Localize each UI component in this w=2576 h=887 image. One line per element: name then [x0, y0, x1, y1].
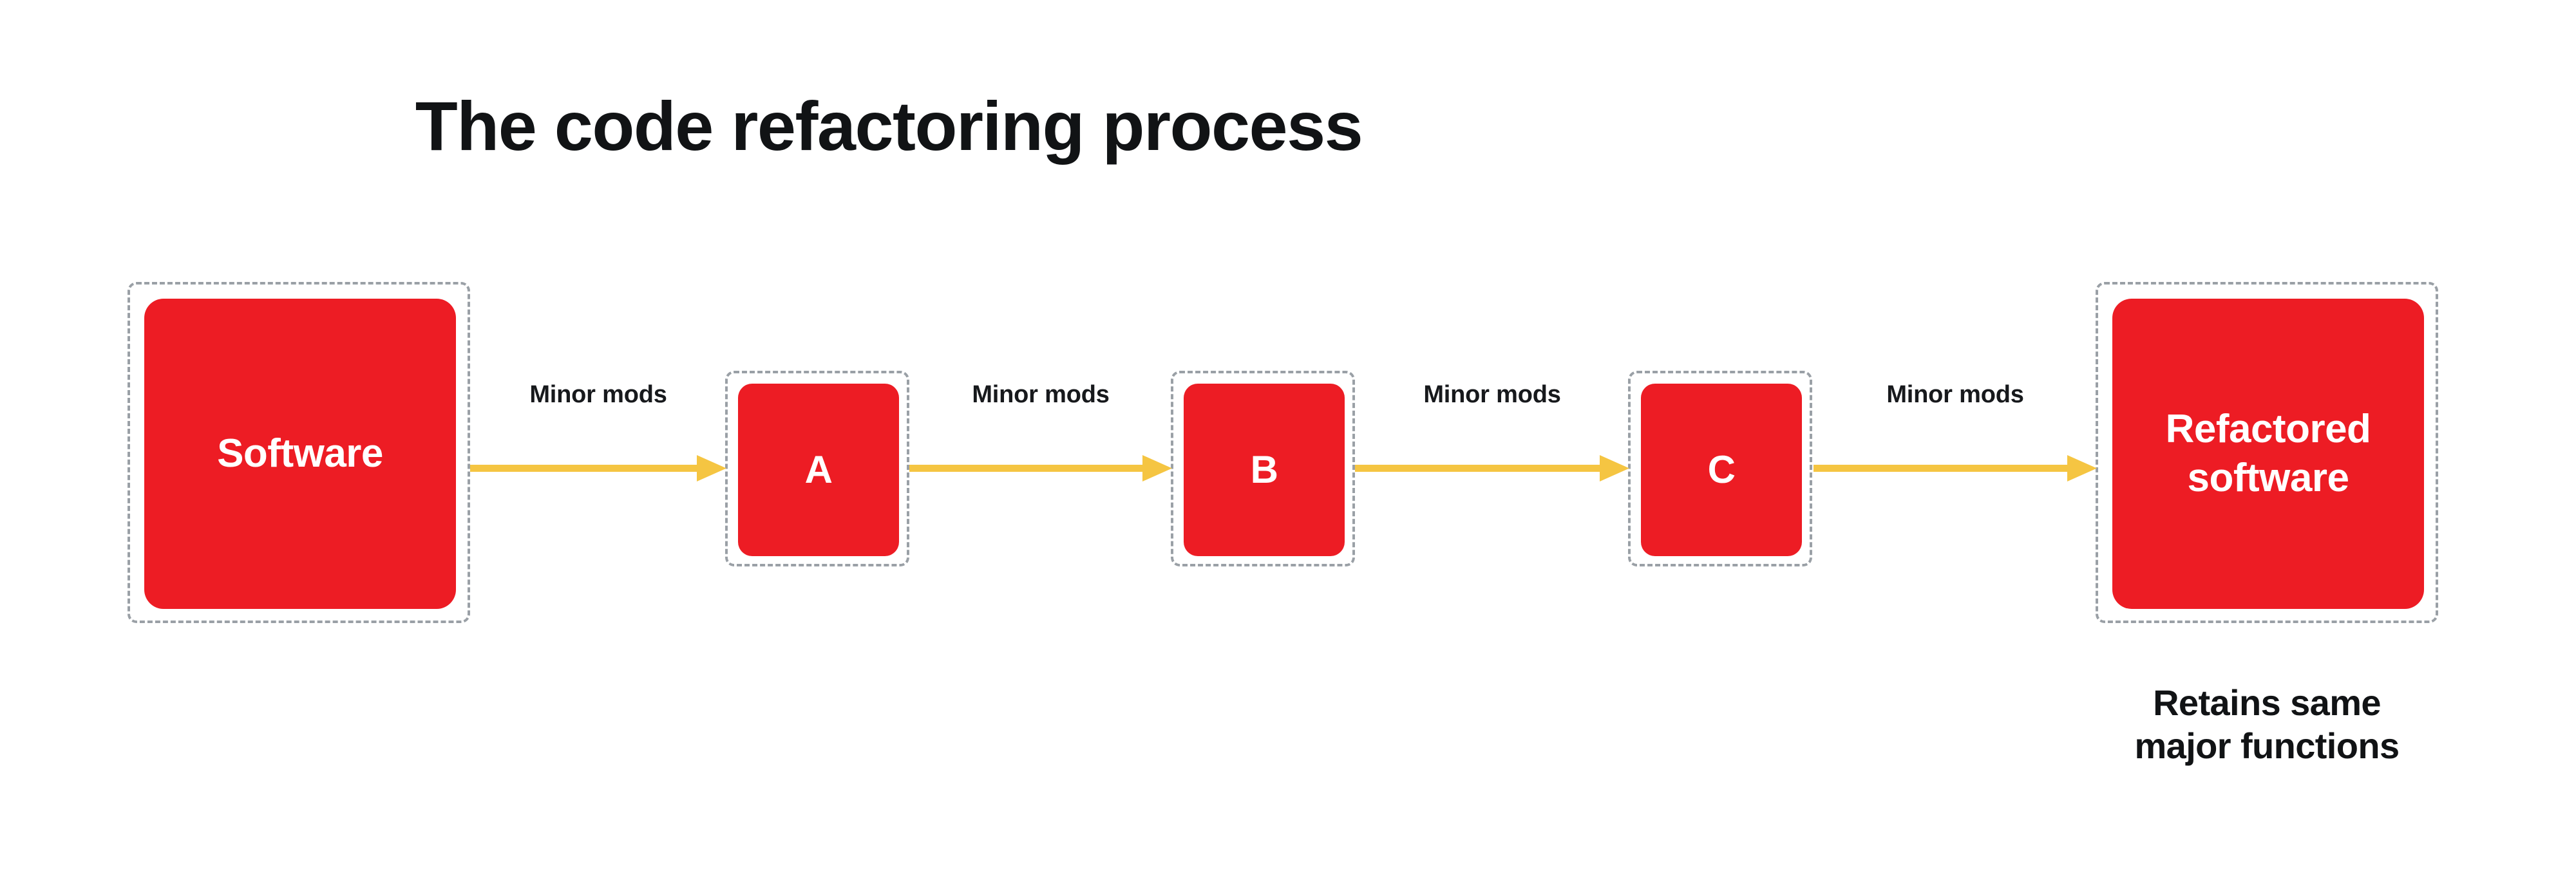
- node-c-box: C: [1641, 384, 1802, 556]
- arrow-right-icon: [909, 455, 1172, 481]
- page-title: The code refactoring process: [415, 87, 1363, 165]
- outcome-caption: Retains same major functions: [2134, 682, 2400, 767]
- node-software: Software: [128, 282, 470, 623]
- node-b: B: [1171, 371, 1355, 566]
- node-software-label: Software: [217, 431, 383, 476]
- node-refactored-software-box: Refactored software: [2112, 299, 2424, 609]
- node-refactored-software: Refactored software: [2096, 282, 2438, 623]
- connector-2-label: Minor mods: [972, 381, 1110, 408]
- arrow-right-icon: [470, 455, 726, 481]
- arrow-right-icon: [1814, 455, 2097, 481]
- connector-1-label: Minor mods: [529, 381, 667, 408]
- arrow-right-icon: [1355, 455, 1629, 481]
- node-b-box: B: [1184, 384, 1345, 556]
- connector-a-to-b: Minor mods: [909, 381, 1172, 490]
- node-a: A: [725, 371, 909, 566]
- connector-c-to-refactored-software: Minor mods: [1814, 381, 2097, 490]
- node-c: C: [1628, 371, 1812, 566]
- connector-3-label: Minor mods: [1423, 381, 1561, 408]
- node-b-label: B: [1250, 448, 1278, 492]
- node-refactored-software-label: Refactored software: [2165, 407, 2371, 500]
- node-a-box: A: [738, 384, 899, 556]
- connector-4-label: Minor mods: [1886, 381, 2024, 408]
- node-a-label: A: [804, 448, 833, 492]
- node-software-box: Software: [144, 299, 456, 609]
- connector-b-to-c: Minor mods: [1355, 381, 1629, 490]
- node-c-label: C: [1707, 448, 1736, 492]
- connector-software-to-a: Minor mods: [470, 381, 726, 490]
